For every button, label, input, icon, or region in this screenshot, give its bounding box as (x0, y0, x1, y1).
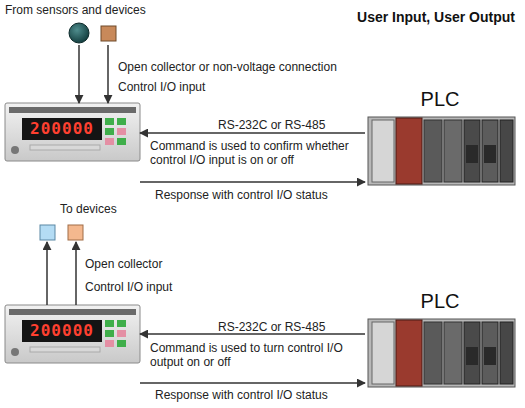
plc-label: PLC (365, 88, 515, 111)
connector-label: Response with control I/O status (155, 188, 365, 202)
display-reading: 200000 (22, 118, 102, 140)
connector-line (78, 45, 80, 103)
connector-arrow (140, 383, 365, 384)
connector-line (140, 181, 365, 183)
device-square (68, 225, 83, 240)
connector-label: RS-232C or RS-485 (218, 320, 368, 334)
device-square (40, 225, 55, 240)
connector-label: Response with control I/O status (155, 388, 365, 402)
plc-rack (368, 117, 515, 185)
plc-unit: PLC (365, 88, 515, 188)
connector-arrow (79, 45, 108, 103)
annotation-text: Command is used to turn control I/O outp… (150, 341, 365, 369)
annotation-text: Command is used to confirm whether contr… (150, 139, 365, 167)
weighing-indicator: 200000 (5, 103, 140, 185)
weighing-indicator: 200000 (5, 305, 140, 387)
connector-label: RS-232C or RS-485 (218, 118, 368, 132)
annotation-text: Control I/O input (118, 80, 318, 94)
connector-label: Open collector or non-voltage connection (118, 60, 378, 74)
device-square (101, 26, 116, 41)
plc-rack (368, 319, 515, 387)
connector-label: Open collector (85, 257, 205, 271)
display-reading: 200000 (22, 320, 102, 342)
connector-arrow (140, 182, 365, 183)
diagram-title: User Input, User Output (357, 9, 515, 25)
indicator-body (5, 103, 140, 161)
connector-line (46, 242, 48, 305)
group-heading: To devices (60, 202, 117, 216)
connector-arrow (47, 242, 76, 305)
sensor-circle (69, 23, 89, 43)
connector-line (140, 132, 365, 134)
connector-line (107, 45, 109, 103)
annotation-text: Control I/O input (85, 280, 285, 294)
plc-unit: PLC (365, 290, 515, 393)
output-device-group: To devices (35, 202, 145, 242)
connector-line (140, 382, 365, 384)
plc-label: PLC (365, 290, 515, 313)
indicator-body (5, 305, 140, 363)
group-heading: From sensors and devices (5, 3, 146, 17)
sensor-group: From sensors and devices (5, 3, 155, 45)
connector-arrow (140, 133, 365, 134)
connector-line (75, 242, 77, 305)
